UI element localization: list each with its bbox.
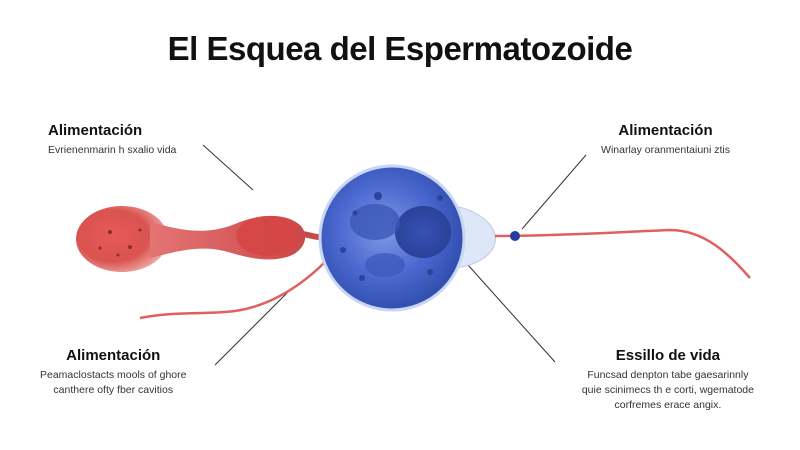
label-bottom-left-desc-2: canthere ofty fber cavitios	[53, 384, 174, 396]
label-top-left-heading: Alimentación	[48, 122, 143, 139]
label-top-left: Alimentación Evrienenmarin h sxalio vida	[48, 122, 176, 158]
leader-line-top-right	[521, 154, 587, 230]
leader-line-bottom-right	[467, 264, 556, 363]
label-top-right-desc: Winarlay oranmentaiuni ztis	[601, 144, 730, 156]
lower-tail	[139, 261, 326, 320]
label-bottom-right-heading: Essillo de vida	[615, 347, 721, 364]
label-top-right-heading: Alimentación	[618, 122, 713, 139]
leader-line-top-left	[202, 144, 254, 191]
tail	[494, 228, 751, 279]
cell-body	[318, 164, 496, 312]
label-bottom-left-desc-1: Peamaclostacts mools of ghore	[40, 369, 187, 381]
label-bottom-right-desc-3: corfremes erace angix.	[614, 399, 722, 411]
page-title: El Esquea del Espermatozoide	[167, 30, 633, 67]
sperm-head	[76, 206, 306, 272]
leader-line-bottom-left	[214, 289, 291, 366]
label-top-left-desc: Evrienenmarin h sxalio vida	[48, 144, 177, 156]
label-bottom-right-desc-2: quie scinimecs th e corti, wgematode	[581, 384, 754, 396]
label-top-right: Alimentación Winarlay oranmentaiuni ztis	[601, 122, 730, 158]
label-bottom-left-heading: Alimentación	[66, 347, 161, 364]
label-bottom-right: Essillo de vida Funcsad denpton tabe gae…	[582, 347, 754, 413]
tail-junction-dot	[510, 231, 520, 241]
label-bottom-left: Alimentación Peamaclostacts mools of gho…	[40, 347, 187, 398]
label-bottom-right-desc-1: Funcsad denpton tabe gaesarinnly	[587, 369, 749, 381]
